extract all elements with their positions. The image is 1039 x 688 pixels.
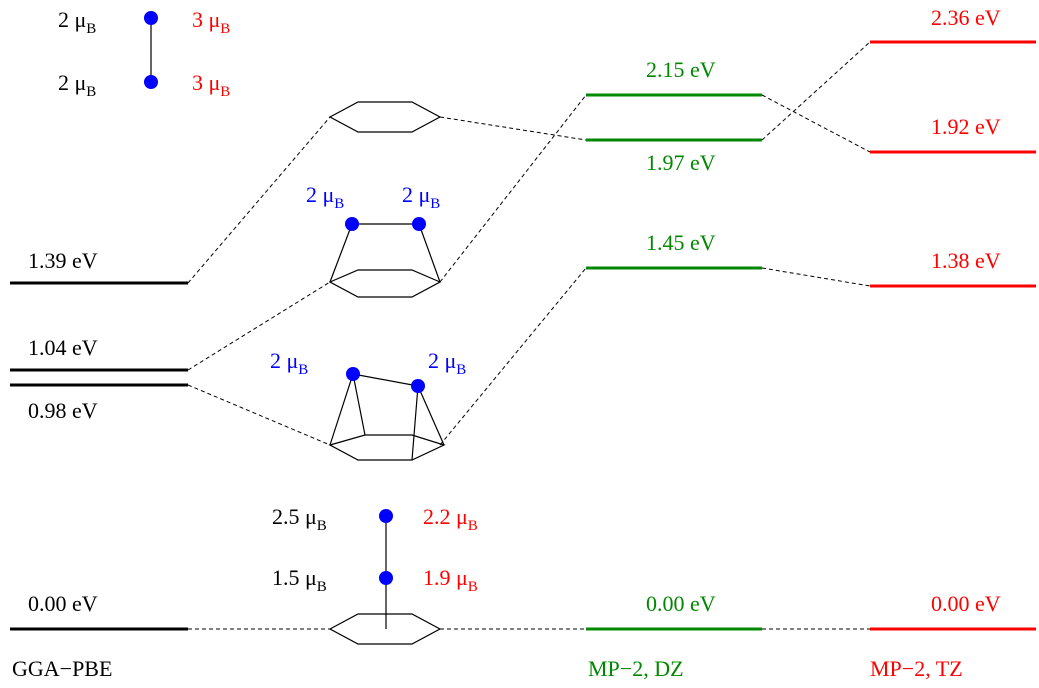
moment-atop-lower-left: 1.5 μB <box>272 565 327 595</box>
moment-atop-lower-right: 1.9 μB <box>423 565 478 595</box>
link-benzene-to-dz-1.97 <box>439 116 587 141</box>
tz-levels <box>870 40 1036 631</box>
dz-energy-0.00: 0.00 eV <box>646 591 716 616</box>
link-dz-2.15-to-tz-1.92 <box>761 94 871 153</box>
moment-bridge-right: 2 μB <box>402 182 440 212</box>
benzene-ring-atop <box>328 613 442 645</box>
gga-energy-0.98: 0.98 eV <box>28 398 98 423</box>
link-dz-1.45-to-tz-1.38 <box>761 267 871 287</box>
hollow-atom-right <box>411 379 425 393</box>
moment-bridge-left: 2 μB <box>306 182 344 212</box>
atop-structure <box>328 509 442 645</box>
method-label-gga: GGA−PBE <box>12 656 112 681</box>
link-gga-1.39-to-benzene <box>187 116 331 284</box>
link-bridge-to-dz-2.15 <box>439 94 587 283</box>
gga-energy-0.00: 0.00 eV <box>28 591 98 616</box>
correlation-lines <box>187 41 871 630</box>
method-label-tz: MP−2, TZ <box>870 656 963 681</box>
bridge-structure <box>328 217 442 298</box>
atop-atom-upper <box>379 509 393 523</box>
moment-dimer-top-right: 3 μB <box>192 7 230 37</box>
bridge-atom-left <box>345 217 359 231</box>
method-label-dz: MP−2, DZ <box>588 656 684 681</box>
gga-energy-1.39: 1.39 eV <box>28 248 98 273</box>
dz-levels <box>586 93 762 631</box>
moment-hollow-left: 2 μB <box>270 348 308 378</box>
bridge-atom-right <box>412 217 426 231</box>
link-dz-1.97-to-tz-2.36 <box>761 41 871 141</box>
moment-atop-upper-left: 2.5 μB <box>272 504 327 534</box>
isolated-dimer-structure <box>144 11 158 89</box>
hollow-atom-left <box>346 367 360 381</box>
gga-levels <box>10 281 188 631</box>
moment-atop-upper-right: 2.2 μB <box>423 504 478 534</box>
dimer-atom-top <box>144 11 158 25</box>
atop-atom-lower <box>379 571 393 585</box>
gga-energy-1.04: 1.04 eV <box>28 335 98 360</box>
link-gga-0.98-to-hollow <box>187 384 331 446</box>
tz-energy-0.00: 0.00 eV <box>931 591 1001 616</box>
benzene-ring-bridge <box>328 269 442 298</box>
hollow-structure <box>328 367 446 461</box>
link-gga-1.04-to-bridge <box>187 281 331 371</box>
dimer-atom-bottom <box>144 75 158 89</box>
moment-dimer-bottom-right: 3 μB <box>192 70 230 100</box>
tz-energy-1.38: 1.38 eV <box>931 248 1001 273</box>
tz-energy-2.36: 2.36 eV <box>931 5 1001 30</box>
link-hollow-to-dz-1.45 <box>439 267 587 446</box>
dz-energy-2.15: 2.15 eV <box>646 57 716 82</box>
dz-energy-1.45: 1.45 eV <box>646 230 716 255</box>
dz-energy-1.97: 1.97 eV <box>646 150 716 175</box>
benzene-ring-hollow <box>328 434 446 461</box>
tz-energy-1.92: 1.92 eV <box>931 114 1001 139</box>
benzene-ring-bare <box>328 101 442 133</box>
moment-dimer-top-left: 2 μB <box>58 7 96 37</box>
moment-dimer-bottom-left: 2 μB <box>58 70 96 100</box>
moment-hollow-right: 2 μB <box>428 348 466 378</box>
